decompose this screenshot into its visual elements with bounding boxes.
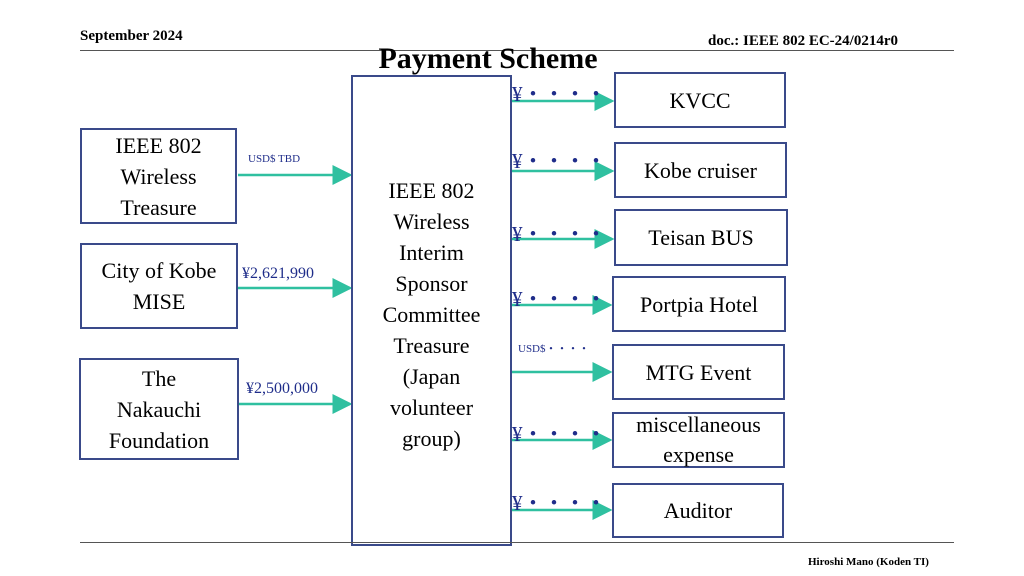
- amount-label: ¥2,500,000: [246, 380, 318, 397]
- payee-box-auditor: Auditor: [612, 483, 784, 538]
- header-date: September 2024: [80, 28, 183, 44]
- header-doc-id: doc.: IEEE 802 EC-24/0214r0: [708, 33, 899, 49]
- payee-label: KVCC: [669, 87, 731, 113]
- payee-label: Portpia Hotel: [640, 291, 758, 317]
- center-box-sponsor-committee: IEEE 802 Wireless Interim Sponsor Commit…: [351, 75, 512, 546]
- payee-box-portpia-hotel: Portpia Hotel: [612, 276, 786, 332]
- payee-box-miscellaneous-expense: miscellaneous expense: [612, 412, 785, 468]
- payment-marker: ¥・・・・: [512, 222, 607, 246]
- page-title: Payment Scheme: [378, 42, 598, 75]
- payment-marker: ¥・・・・: [512, 422, 607, 446]
- source-box-nakauchi-foundation: The Nakauchi Foundation: [79, 358, 239, 460]
- footer-rule: [80, 542, 954, 543]
- footer-author: Hiroshi Mano (Koden TI): [808, 556, 929, 568]
- source-label: IEEE 802 Wireless Treasure: [115, 132, 202, 220]
- header-rule: [80, 50, 954, 51]
- payee-label: miscellaneous expense: [636, 412, 761, 467]
- payment-marker: ¥・・・・: [512, 82, 607, 106]
- payee-label: MTG Event: [645, 359, 752, 385]
- payment-marker: ¥・・・・: [512, 491, 607, 515]
- payee-label: Auditor: [663, 498, 733, 523]
- source-box-city-of-kobe: City of Kobe MISE: [80, 243, 238, 329]
- source-label: The Nakauchi Foundation: [108, 365, 210, 453]
- payment-marker: ¥・・・・: [512, 149, 607, 173]
- payee-box-kvcc: KVCC: [614, 72, 786, 128]
- payee-box-kobe-cruiser: Kobe cruiser: [614, 142, 787, 198]
- payment-marker: ¥・・・・: [512, 287, 607, 311]
- payee-box-teisan-bus: Teisan BUS: [614, 209, 788, 266]
- payee-label: Kobe cruiser: [643, 157, 757, 183]
- source-label: City of Kobe MISE: [101, 258, 217, 314]
- source-box-ieee802-treasure: IEEE 802 Wireless Treasure: [80, 128, 237, 224]
- amount-label: ¥2,621,990: [242, 265, 314, 282]
- payment-marker: USD$・・・・: [518, 343, 590, 355]
- center-label: IEEE 802 Wireless Interim Sponsor Commit…: [382, 178, 481, 451]
- payee-box-mtg-event: MTG Event: [612, 344, 785, 400]
- amount-label: USD$ TBD: [248, 153, 301, 165]
- payee-label: Teisan BUS: [648, 225, 754, 250]
